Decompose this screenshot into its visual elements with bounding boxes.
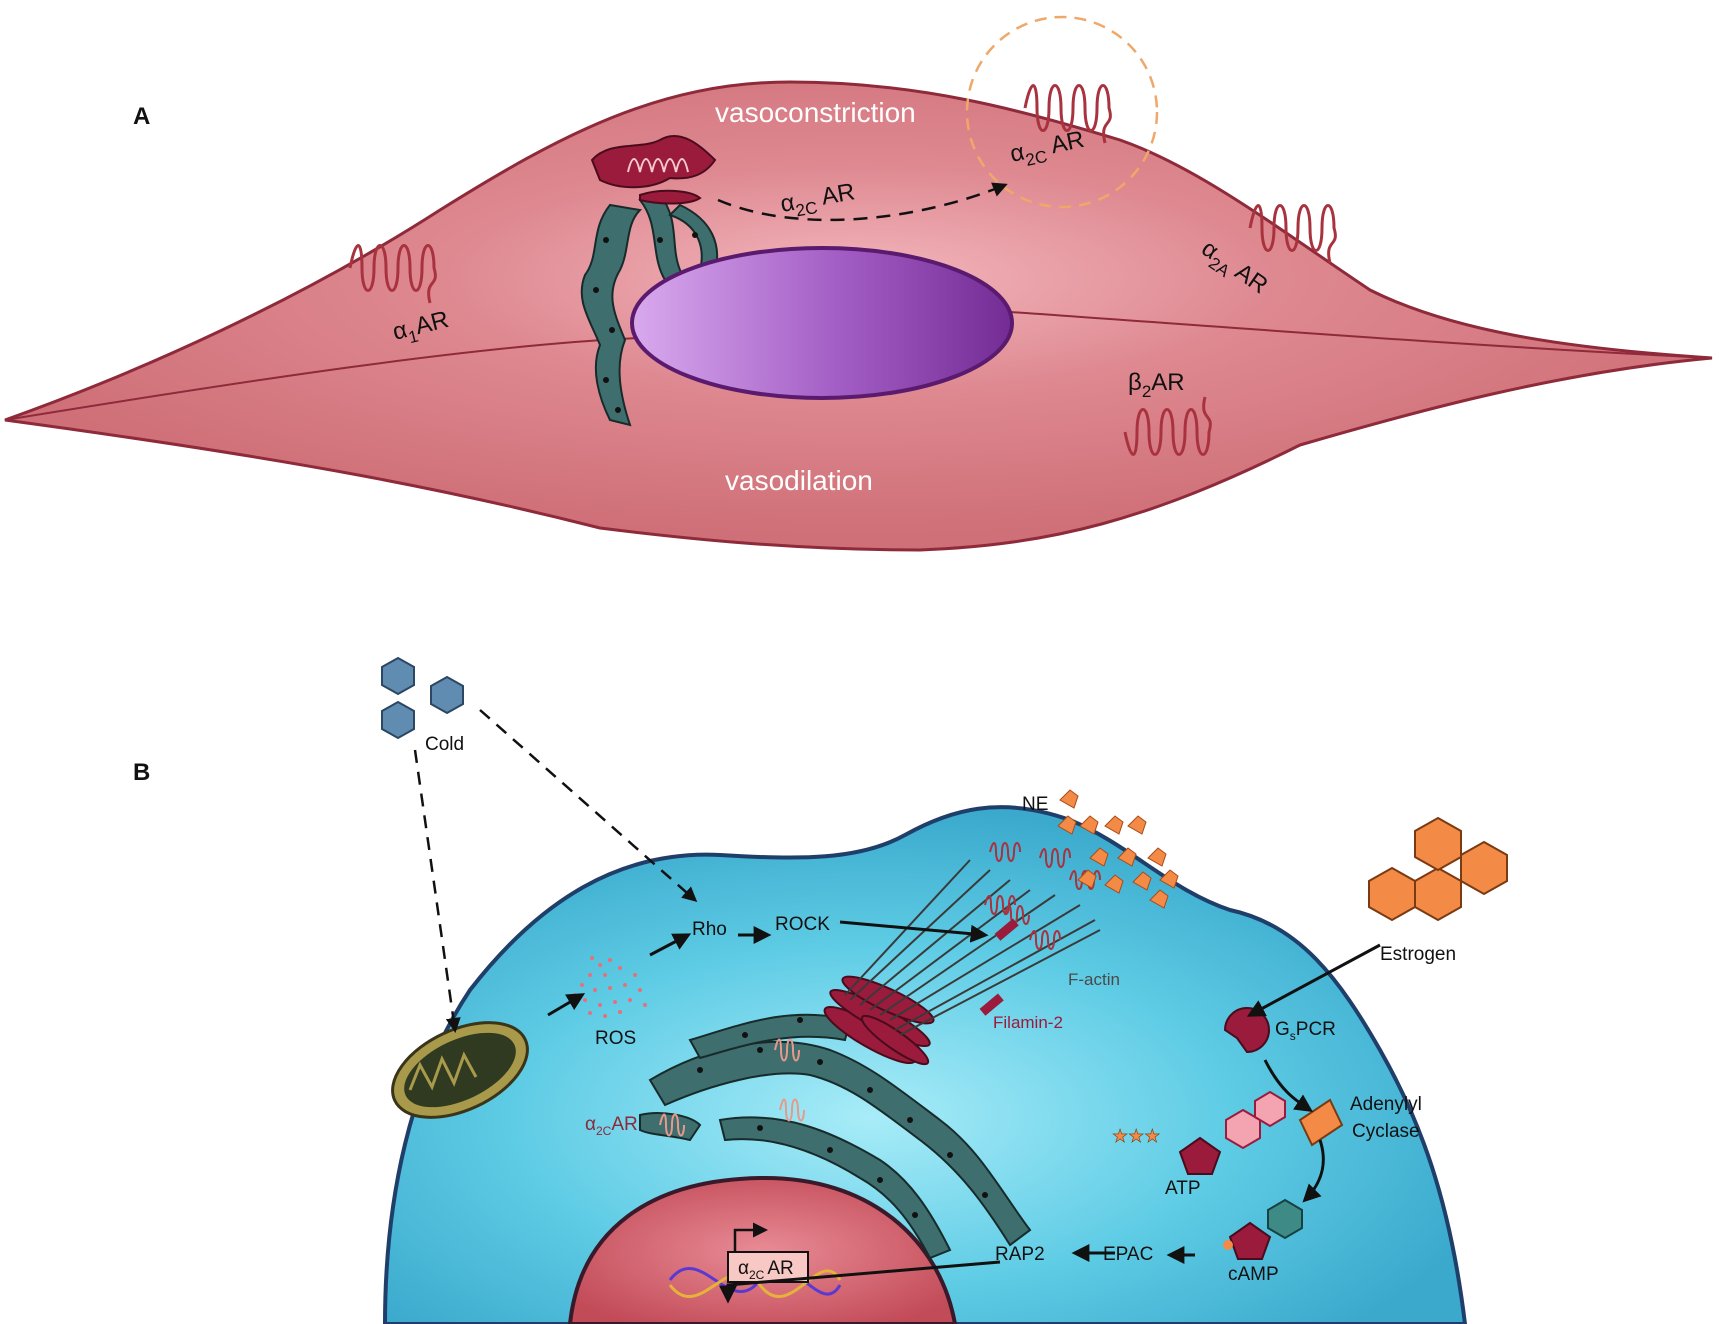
cold-snowflake-icons	[381, 656, 464, 740]
atp-label: ATP	[1165, 1178, 1201, 1199]
ros-label: ROS	[595, 1028, 636, 1049]
atp-molecule-icon: ★★★	[1112, 1090, 1286, 1175]
rock-label: ROCK	[775, 914, 830, 935]
cyclase-label: Cyclase	[1352, 1121, 1420, 1142]
cell-fiber-line	[1009, 311, 1713, 359]
endoplasmic-reticulum	[639, 1013, 1032, 1260]
camp-molecule-icon	[1223, 1198, 1303, 1260]
panel-b: B	[133, 656, 1508, 1324]
svg-text:★★★: ★★★	[1112, 1126, 1160, 1146]
alpha2c-mid-label: α2CAR	[778, 178, 857, 223]
adenylyl-cyclase-icon	[1298, 1098, 1344, 1147]
nucleus	[630, 246, 1014, 400]
membrane-receptors	[984, 842, 1101, 950]
trafficking-arrow	[717, 182, 1008, 222]
filamin-icon	[994, 918, 1019, 941]
panel-a-letter: A	[133, 103, 150, 130]
beta2-receptor-icon	[1123, 396, 1212, 456]
highlight-circle	[965, 15, 1159, 209]
er-receptor-icon	[779, 1098, 805, 1122]
alpha2a-receptor-icon	[1248, 204, 1337, 264]
cell-fiber-line	[4, 337, 641, 421]
a2car-er-label: α2CAR	[585, 1114, 638, 1138]
mitochondrion-icon	[391, 1021, 529, 1119]
cold-to-mito-arrow	[413, 749, 461, 1033]
camp-label: cAMP	[1228, 1264, 1279, 1285]
alpha1-receptor-icon	[348, 244, 437, 304]
pathway-arrows	[547, 920, 1381, 1304]
er-receptor-icon	[774, 1038, 800, 1062]
filamin-label: Filamin-2	[993, 1013, 1063, 1032]
f-actin-filaments	[844, 859, 1101, 1036]
rho-label: Rho	[692, 919, 727, 940]
er-receptor-icon	[659, 1113, 685, 1137]
adenylyl-label: Adenylyl	[1350, 1094, 1422, 1115]
beta2-label: β2AR	[1128, 369, 1185, 401]
estrogen-label: Estrogen	[1380, 944, 1456, 965]
epac-label: EPAC	[1103, 1244, 1153, 1265]
nucleus	[567, 1175, 958, 1324]
gspcr-label: GsPCR	[1275, 1019, 1336, 1043]
panel-a: A	[4, 15, 1713, 552]
alpha2c-membrane-receptor-icon	[1023, 84, 1112, 144]
gspcr-receptor-icon	[1223, 1007, 1270, 1054]
filamin-icon	[979, 993, 1004, 1016]
rap2-label: RAP2	[995, 1244, 1045, 1265]
cell-membrane	[382, 805, 1468, 1324]
factin-label: F-actin	[1068, 970, 1120, 989]
transcription-start-arrow	[733, 1222, 768, 1252]
panel-b-letter: B	[133, 759, 150, 786]
cold-to-rho-arrow	[479, 709, 698, 902]
gene-box	[727, 1251, 809, 1283]
cold-label: Cold	[425, 734, 464, 755]
vasodilation-label: vasodilation	[725, 465, 873, 496]
ne-label: NE	[1022, 794, 1048, 815]
estrogen-molecule-icon	[1368, 816, 1508, 922]
golgi-apparatus	[590, 134, 717, 205]
ne-molecules	[1057, 789, 1179, 909]
vasoconstriction-label: vasoconstriction	[715, 97, 916, 128]
